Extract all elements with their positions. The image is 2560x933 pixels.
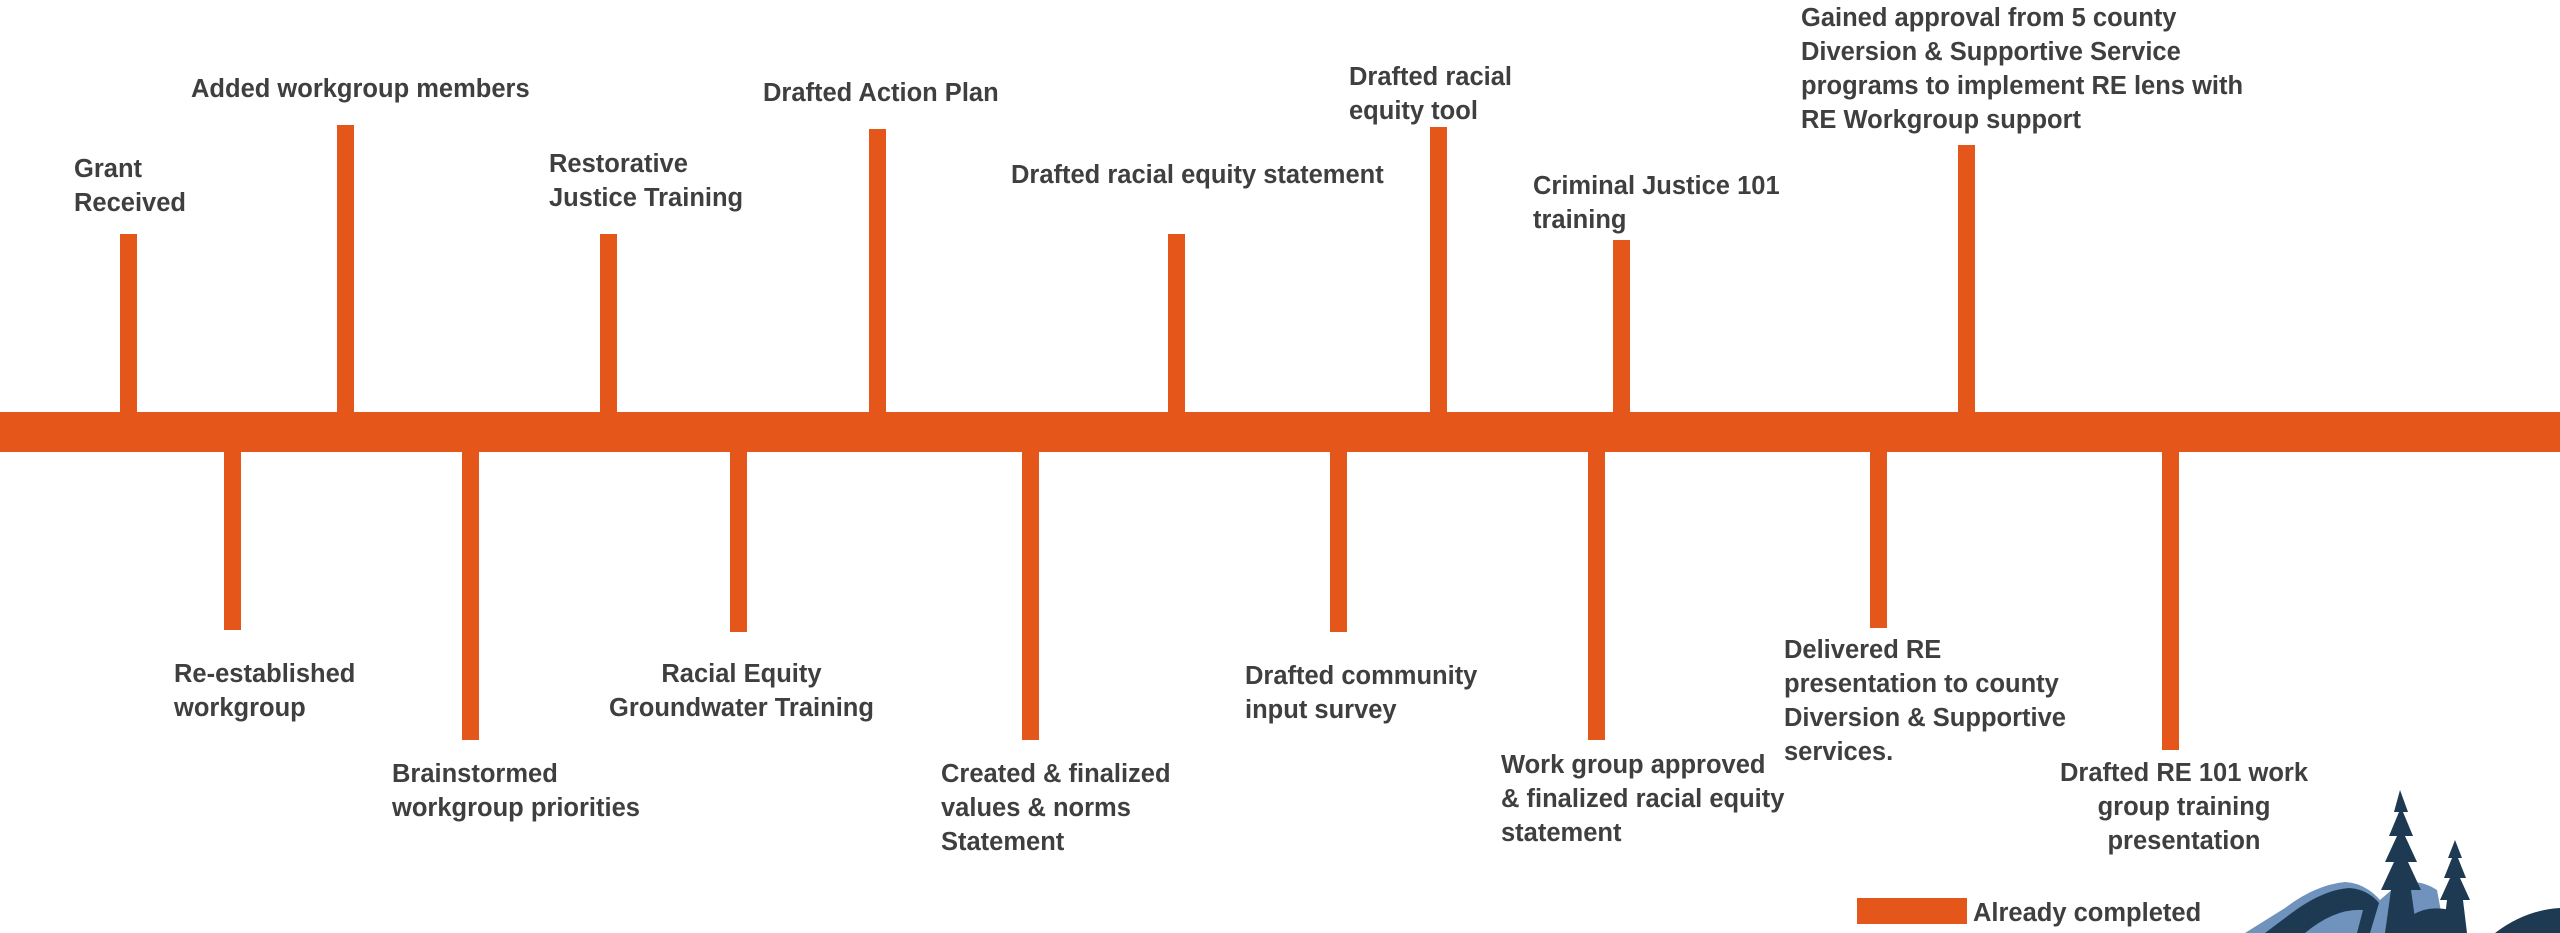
- tick-brainstormed-priorities: [462, 450, 479, 740]
- milestone-label-delivered-re-presentation: Delivered RE presentation to county Dive…: [1784, 636, 2066, 766]
- tick-drafted-re101: [2162, 450, 2179, 750]
- milestone-label-drafted-action-plan: Drafted Action Plan: [763, 79, 999, 107]
- tick-drafted-racial-equity-tool: [1430, 127, 1447, 414]
- tick-gained-approval: [1958, 145, 1975, 414]
- legend-swatch: [1857, 898, 1967, 924]
- tick-grant-received: [120, 234, 137, 414]
- tick-work-group-approved: [1588, 450, 1605, 740]
- milestone-label-drafted-community-survey: Drafted community input survey: [1245, 662, 1478, 724]
- tick-drafted-action-plan: [869, 129, 886, 414]
- milestone-label-created-values-norms: Created & finalized values & norms State…: [941, 760, 1171, 856]
- milestone-label-gained-approval: Gained approval from 5 county Diversion …: [1801, 4, 2244, 134]
- milestone-label-racial-equity-groundwater: Racial Equity Groundwater Training: [609, 660, 874, 722]
- tick-racial-equity-groundwater: [730, 450, 747, 632]
- mountain-trees-logo: [2245, 790, 2560, 933]
- milestone-label-added-workgroup-members: Added workgroup members: [191, 75, 530, 103]
- milestone-label-criminal-justice-101: Criminal Justice 101 training: [1533, 172, 1780, 234]
- milestone-label-drafted-racial-equity-tool: Drafted racial equity tool: [1349, 63, 1512, 125]
- milestone-label-re-established-workgroup: Re-established workgroup: [174, 660, 356, 722]
- tick-restorative-justice: [600, 234, 617, 414]
- milestone-label-restorative-justice: Restorative Justice Training: [549, 150, 744, 212]
- milestone-label-brainstormed-priorities: Brainstormed workgroup priorities: [392, 760, 640, 822]
- timeline-axis: [0, 412, 2560, 452]
- tick-drafted-community-survey: [1330, 450, 1347, 632]
- milestone-label-drafted-racial-equity-statement: Drafted racial equity statement: [1011, 161, 1384, 189]
- tick-delivered-re-presentation: [1870, 450, 1887, 628]
- milestone-label-work-group-approved: Work group approved & finalized racial e…: [1501, 751, 1785, 847]
- tick-added-workgroup-members: [337, 125, 354, 414]
- tick-drafted-racial-equity-statement: [1168, 234, 1185, 414]
- tick-re-established-workgroup: [224, 450, 241, 630]
- tick-created-values-norms: [1022, 450, 1039, 740]
- milestone-label-grant-received: Grant Received: [74, 155, 186, 217]
- tick-criminal-justice-101: [1613, 240, 1630, 414]
- legend-label: Already completed: [1973, 899, 2202, 927]
- milestone-label-drafted-re101: Drafted RE 101 work group training prese…: [2060, 759, 2309, 855]
